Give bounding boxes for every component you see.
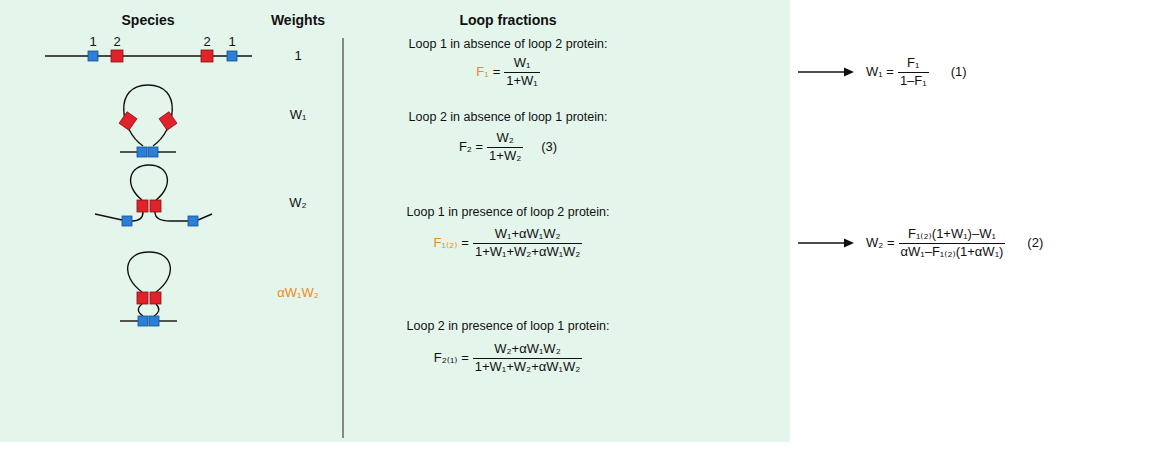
denominator: 1+W₁+W₂+αW₁W₂	[473, 359, 582, 375]
numerator: W₂+αW₁W₂	[473, 342, 582, 359]
formula: W₂ = F₁₍₂₎(1+W₁)–W₁αW₁–F₁₍₂₎(1+αW₁) (2)	[866, 227, 1043, 260]
row-caption: Loop 2 in presence of loop 1 protein:	[407, 319, 610, 333]
weight-value: W₁	[290, 108, 307, 123]
denominator: 1+W₁	[504, 73, 539, 89]
formula-term: F₂₍₁₎ =	[434, 351, 469, 366]
site-number: 2	[203, 35, 210, 50]
weight-value: αW₁W₂	[277, 286, 319, 301]
fraction: W₂+αW₁W₂1+W₁+W₂+αW₁W₂	[473, 342, 582, 375]
formula-term: F₁₍₂₎	[434, 236, 458, 251]
formula-term: =	[493, 65, 501, 80]
row-caption: Loop 2 in absence of loop 1 protein:	[409, 110, 608, 124]
formula-term: F₂ =	[459, 140, 483, 155]
formula-term: F₁	[476, 65, 488, 80]
formula: F₁₍₂₎= W₁+αW₁W₂1+W₁+W₂+αW₁W₂	[434, 227, 583, 260]
column-header: Weights	[271, 12, 325, 28]
fraction: W₂1+W₂	[487, 131, 523, 164]
numerator: W₁	[504, 56, 539, 73]
numerator: F₁	[898, 56, 929, 73]
denominator: 1–F₁	[898, 73, 929, 89]
site-number: 1	[89, 35, 96, 50]
weight-value: 1	[294, 49, 301, 64]
row-caption: Loop 1 in absence of loop 2 protein:	[409, 37, 608, 51]
numerator: F₁₍₂₎(1+W₁)–W₁	[899, 227, 1006, 244]
row-caption: Loop 1 in presence of loop 2 protein:	[407, 205, 610, 219]
equation-number: (3)	[541, 140, 557, 155]
weight-value: W₂	[289, 196, 306, 211]
formula-term: W₁ =	[866, 65, 894, 80]
denominator: 1+W₂	[487, 148, 523, 164]
fraction: W₁1+W₁	[504, 56, 539, 89]
formula: F₂₍₁₎ = W₂+αW₁W₂1+W₁+W₂+αW₁W₂	[434, 342, 582, 375]
formula: F₂ = W₂1+W₂ (3)	[459, 131, 557, 164]
formula-term: =	[461, 236, 469, 251]
formula: F₁ =W₁1+W₁	[476, 56, 539, 89]
fraction: W₁+αW₁W₂1+W₁+W₂+αW₁W₂	[473, 227, 582, 260]
denominator: 1+W₁+W₂+αW₁W₂	[473, 244, 582, 260]
background-panel	[0, 0, 790, 442]
fraction: F₁₍₂₎(1+W₁)–W₁αW₁–F₁₍₂₎(1+αW₁)	[899, 227, 1006, 260]
site-number: 2	[113, 35, 120, 50]
site-number: 1	[228, 35, 235, 50]
denominator: αW₁–F₁₍₂₎(1+αW₁)	[899, 244, 1006, 260]
column-header: Species	[122, 12, 175, 28]
equation-number: (2)	[1027, 236, 1043, 251]
equation-number: (1)	[951, 65, 967, 80]
column-header: Loop fractions	[459, 12, 556, 28]
formula: W₁ = F₁1–F₁ (1)	[866, 56, 967, 89]
numerator: W₁+αW₁W₂	[473, 227, 582, 244]
formula-term: W₂ =	[866, 236, 895, 251]
fraction: F₁1–F₁	[898, 56, 929, 89]
numerator: W₂	[487, 131, 523, 148]
